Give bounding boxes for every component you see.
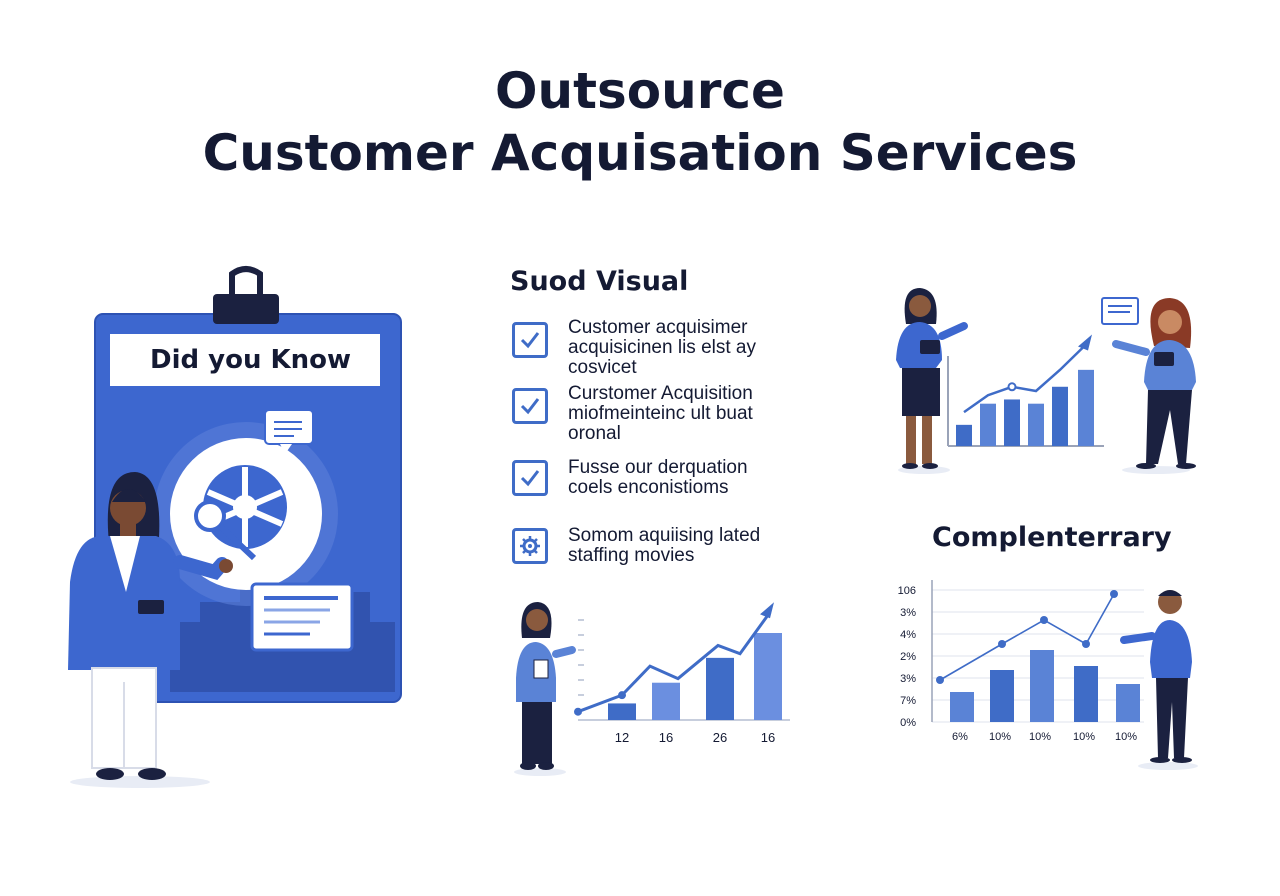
x-tick-label: 6%: [952, 731, 968, 743]
team-growth-chart: [947, 334, 1104, 447]
x-tick-label: 10%: [1029, 731, 1051, 743]
trend-line: [963, 343, 1087, 414]
bar: [1004, 399, 1020, 446]
check-icon: [512, 322, 548, 358]
gear-icon: [512, 528, 548, 564]
bar: [1028, 403, 1044, 446]
presenter-man-illustration: [1120, 590, 1198, 770]
y-tick-label: 4%: [900, 629, 916, 641]
y-tick-label: 3%: [900, 607, 916, 619]
trend-point: [1007, 382, 1017, 392]
bar: [956, 424, 972, 446]
bar: [1052, 386, 1068, 446]
trend-arrow-icon: [1078, 334, 1092, 351]
y-tick-label: 2%: [900, 651, 916, 663]
y-tick-label: 106: [898, 585, 916, 597]
bar: [608, 703, 636, 720]
checklist-item-text: Fusse our derquation coels enconistioms: [568, 457, 748, 498]
checklist-item: Customer acquisimer acquisicinen lis els…: [510, 318, 840, 378]
y-tick-label: 7%: [900, 695, 916, 707]
bar: [754, 633, 782, 720]
trend-point: [1040, 616, 1048, 624]
x-tick-label: 10%: [1073, 731, 1095, 743]
x-tick-label: 16: [659, 730, 673, 745]
bar: [980, 403, 996, 446]
did-you-know-illustration: [68, 266, 402, 788]
trend-point: [1110, 590, 1118, 598]
page-title-line2: Customer Acquisation Services: [202, 124, 1078, 182]
presenter-woman-right-illustration: [1101, 297, 1196, 474]
x-tick-label: 12: [615, 730, 629, 745]
checklist-item: Somom aquiising lated staffing movies: [510, 524, 840, 568]
bar: [1078, 369, 1094, 446]
complementary-bar-chart: 106 3% 4% 2% 3% 7% 0% 6% 10% 10% 10% 10%: [898, 580, 1144, 743]
x-tick-label: 10%: [989, 731, 1011, 743]
checklist-item: Fusse our derquation coels enconistioms: [510, 456, 840, 500]
checklist-heading: Suod Visual: [510, 266, 689, 297]
bar: [1116, 684, 1140, 722]
y-tick-label: 3%: [900, 673, 916, 685]
trend-point: [574, 707, 582, 716]
checklist-item: Curstomer Acquisition miofmeinteinc ult …: [510, 384, 840, 444]
growth-bar-chart: 12 16 26 16: [574, 602, 790, 745]
bar: [1074, 666, 1098, 722]
bar: [652, 682, 680, 720]
x-tick-label: 16: [761, 730, 775, 745]
x-tick-label: 26: [713, 730, 727, 745]
trend-point: [998, 640, 1006, 648]
checklist-item-text: Somom aquiising lated staffing movies: [568, 525, 761, 566]
bar: [990, 670, 1014, 722]
checklist-item-text: Customer acquisimer acquisicinen lis els…: [568, 317, 756, 378]
trend-arrow-icon: [760, 602, 774, 619]
complementary-heading: Complenterrary: [932, 522, 1172, 553]
check-icon: [512, 460, 548, 496]
bar: [950, 692, 974, 722]
trend-point: [618, 691, 626, 700]
check-icon: [512, 388, 548, 424]
did-you-know-label: Did you Know: [110, 334, 380, 386]
bar: [706, 657, 734, 720]
y-tick-label: 0%: [900, 717, 916, 729]
checklist-item-text: Curstomer Acquisition miofmeinteinc ult …: [568, 383, 753, 444]
presenter-woman-illustration: [514, 602, 576, 776]
trend-point: [1082, 640, 1090, 648]
page-title-line1: Outsource: [495, 62, 785, 120]
trend-point: [936, 676, 944, 684]
x-tick-label: 10%: [1115, 731, 1137, 743]
presenter-woman-left-illustration: [896, 288, 968, 474]
bar: [1030, 650, 1054, 722]
